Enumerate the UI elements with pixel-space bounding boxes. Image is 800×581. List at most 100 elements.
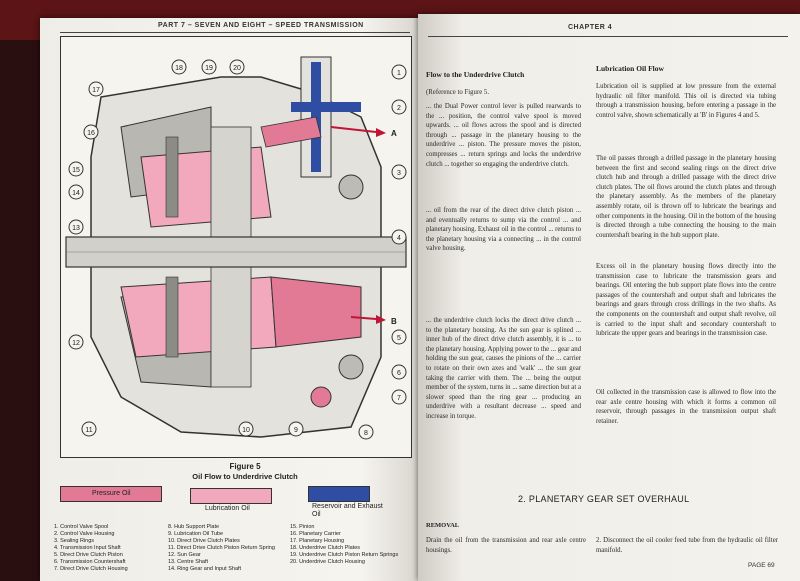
right-page: CHAPTER 4 Flow to the Underdrive Clutch … — [418, 14, 800, 581]
pressure-area-lower — [270, 276, 362, 348]
removal-step-1: Drain the oil from the transmission and … — [426, 537, 586, 554]
legend-chip-pressure — [60, 486, 162, 502]
svg-text:5: 5 — [397, 335, 401, 342]
col2-paragraph-1: Lubrication oil is supplied at low press… — [596, 83, 776, 119]
legend-label-lubrication: Lubrication Oil — [205, 505, 250, 512]
callout-3: 3 — [391, 164, 407, 180]
left-page: PART 7 – SEVEN AND EIGHT – SPEED TRANSMI… — [40, 18, 418, 581]
right-page-header: CHAPTER 4 — [568, 24, 613, 31]
svg-text:14: 14 — [72, 190, 80, 197]
part-item: 1. Control Valve Spool — [54, 524, 109, 530]
col2-paragraph-3: Excess oil in the planetary housing flow… — [596, 263, 776, 338]
callout-4: 4 — [391, 229, 407, 245]
callout-13: 13 — [68, 219, 84, 235]
left-page-header: PART 7 – SEVEN AND EIGHT – SPEED TRANSMI… — [158, 22, 364, 29]
legend-label-exhaust: Reservoir and Exhaust Oil — [312, 503, 383, 518]
svg-text:17: 17 — [92, 87, 100, 94]
part-item: 11. Direct Drive Clutch Piston Return Sp… — [168, 545, 275, 551]
svg-text:18: 18 — [175, 65, 183, 72]
col2-paragraph-2: The oil passes through a drilled passage… — [596, 155, 776, 239]
part-item: 16. Planetary Carrier — [290, 531, 341, 537]
callout-6: 6 — [391, 364, 407, 380]
removal-heading: REMOVAL — [426, 522, 460, 529]
svg-text:11: 11 — [85, 427, 92, 434]
svg-text:4: 4 — [397, 235, 401, 242]
bearing-lower — [338, 354, 364, 380]
svg-text:9: 9 — [294, 427, 298, 434]
transmission-cutaway-svg: A B 1 2 3 4 5 6 7 8 9 10 11 12 13 14 — [65, 56, 407, 440]
callout-7: 7 — [391, 389, 407, 405]
col1-paragraph-1: ... the Dual Power control lever is pull… — [426, 103, 581, 168]
callout-group: 1 2 3 4 5 6 7 8 9 10 11 12 13 14 15 16 1… — [68, 59, 407, 440]
callout-5: 5 — [391, 329, 407, 345]
parts-list-col2: 8. Hub Support Plate 9. Lubrication Oil … — [168, 524, 275, 573]
callout-11: 11 — [81, 421, 97, 437]
right-header-rule — [428, 36, 788, 37]
col2-paragraph-4: Oil collected in the transmission case i… — [596, 389, 776, 425]
part-item: 3. Sealing Rings — [54, 538, 95, 544]
part-item: 7. Direct Drive Clutch Housing — [54, 566, 128, 572]
part-item: 12. Sun Gear — [168, 552, 201, 558]
svg-text:16: 16 — [87, 130, 95, 137]
svg-text:13: 13 — [72, 225, 80, 232]
callout-1: 1 — [391, 64, 407, 80]
arrow-a-head — [376, 128, 386, 137]
figure-caption: Oil Flow to Underdrive Clutch — [192, 472, 298, 481]
svg-text:8: 8 — [364, 430, 368, 437]
callout-8: 8 — [358, 424, 374, 440]
left-header-rule — [60, 32, 410, 33]
callout-17: 17 — [88, 81, 104, 97]
svg-text:3: 3 — [397, 170, 401, 177]
legend-chip-lubrication — [190, 488, 272, 504]
arrow-label-a: A — [391, 129, 397, 138]
col1-heading: Flow to the Underdrive Clutch — [426, 70, 525, 79]
part-item: 4. Transmission Input Shaft — [54, 545, 121, 551]
figure-5-diagram: A B 1 2 3 4 5 6 7 8 9 10 11 12 13 14 — [60, 36, 412, 458]
svg-text:15: 15 — [72, 167, 80, 174]
pressure-passage-upper — [260, 116, 322, 148]
parts-list-col3: 15. Pinion 16. Planetary Carrier 17. Pla… — [290, 524, 398, 566]
callout-12: 12 — [68, 334, 84, 350]
gear-teeth — [165, 136, 179, 358]
arrow-b-head — [376, 315, 386, 324]
col1-paragraph-3: ... the underdrive clutch locks the dire… — [426, 317, 581, 420]
svg-text:7: 7 — [397, 395, 401, 402]
callout-9: 9 — [288, 421, 304, 437]
svg-text:20: 20 — [233, 65, 241, 72]
part-item: 10. Direct Drive Clutch Plates — [168, 538, 240, 544]
svg-text:1: 1 — [397, 70, 401, 77]
bearing-upper — [338, 174, 364, 200]
callout-18: 18 — [171, 59, 187, 75]
col1-paragraph-2: ... oil from the rear of the direct driv… — [426, 207, 581, 253]
part-item: 8. Hub Support Plate — [168, 524, 220, 530]
arrow-b-line — [350, 316, 377, 320]
part-item: 14. Ring Gear and Input Shaft — [168, 566, 242, 572]
part-item: 20. Underdrive Clutch Housing — [290, 559, 365, 565]
callout-19: 19 — [201, 59, 217, 75]
col1-reference: (Reference to Figure 5. — [426, 89, 490, 96]
part-item: 19. Underdrive Clutch Piston Return Spri… — [290, 552, 399, 558]
callout-15: 15 — [68, 161, 84, 177]
svg-text:2: 2 — [397, 105, 401, 112]
arrow-label-b: B — [391, 317, 397, 326]
legend-label-pressure: Pressure Oil — [92, 490, 131, 497]
lubrication-area-upper — [140, 146, 272, 228]
svg-text:12: 12 — [72, 340, 80, 347]
callout-14: 14 — [68, 184, 84, 200]
callout-2: 2 — [391, 99, 407, 115]
svg-text:6: 6 — [397, 370, 401, 377]
arrow-a-line — [330, 126, 377, 133]
part-item: 17. Planetary Housing — [290, 538, 345, 544]
figure-title: Figure 5 — [229, 462, 261, 471]
svg-text:19: 19 — [205, 65, 213, 72]
callout-20: 20 — [229, 59, 245, 75]
section-title: 2. PLANETARY GEAR SET OVERHAUL — [518, 494, 690, 504]
page-number: PAGE 69 — [748, 562, 775, 569]
part-item: 2. Control Valve Housing — [54, 531, 115, 537]
callout-10: 10 — [238, 421, 254, 437]
part-item: 9. Lubrication Oil Tube — [168, 531, 224, 537]
svg-text:10: 10 — [242, 427, 250, 434]
lubrication-area-lower — [120, 276, 277, 358]
exhaust-passage-top — [291, 102, 361, 112]
legend-chip-exhaust — [308, 486, 370, 502]
